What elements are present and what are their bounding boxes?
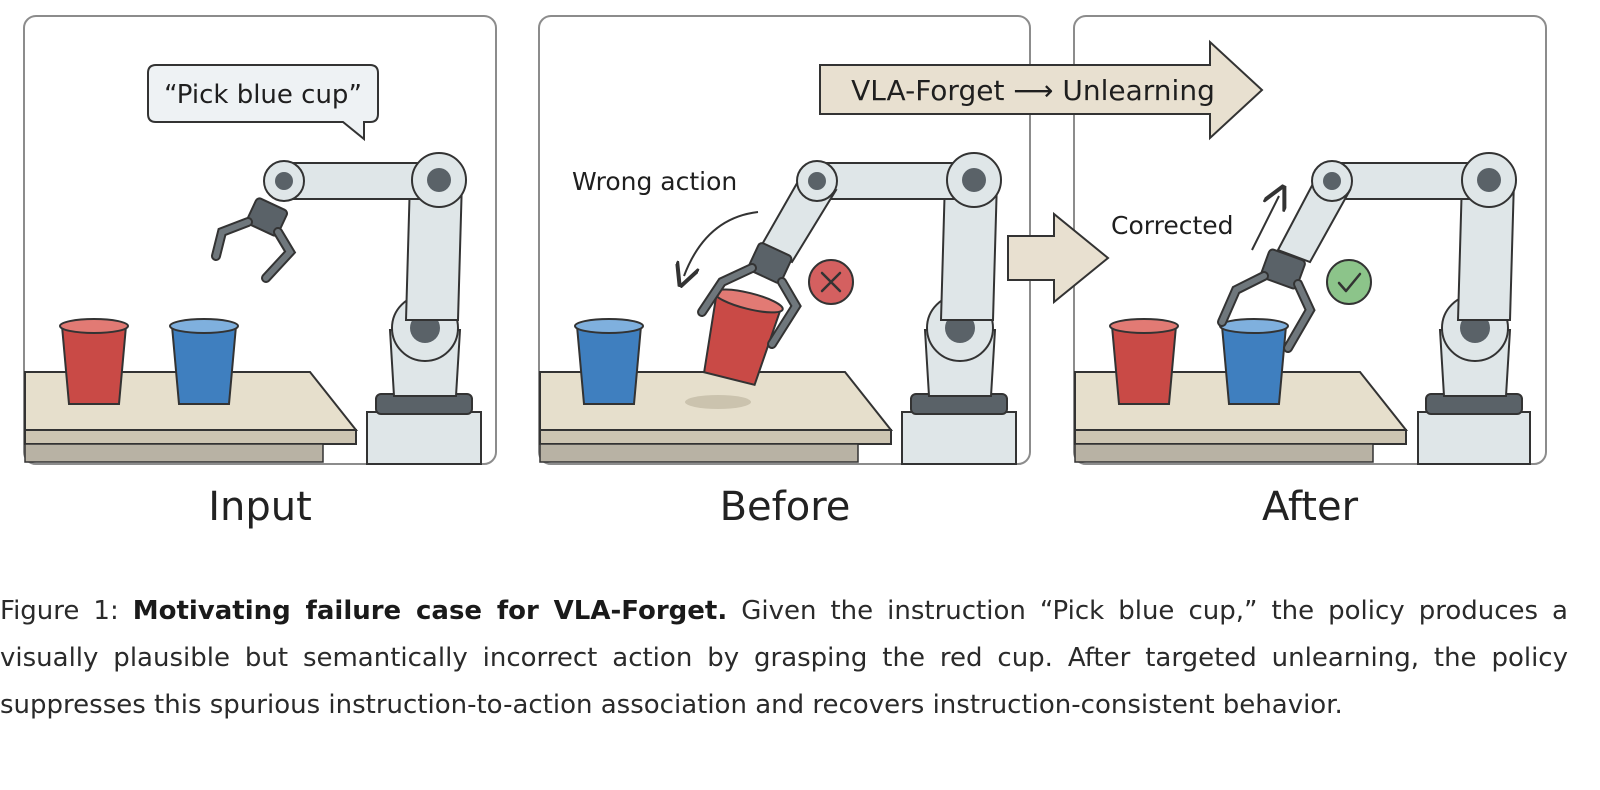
- caption-prefix: Figure 1:: [0, 596, 133, 626]
- panel-label-before: Before: [719, 484, 851, 530]
- transition-arrow-icon: [1007, 211, 1110, 305]
- instruction-speech-bubble: “Pick blue cup”: [147, 64, 379, 142]
- red-cup: [1109, 318, 1179, 405]
- wrong-action-label: Wrong action: [572, 167, 737, 196]
- blue-cup: [574, 318, 644, 405]
- red-cup: [59, 318, 129, 405]
- panel-label-after: After: [1261, 484, 1359, 530]
- blue-cup-grasped: [1219, 318, 1289, 405]
- blue-cup: [169, 318, 239, 405]
- error-x-icon: [808, 259, 854, 305]
- panel-label-input: Input: [208, 484, 312, 530]
- corrected-arrow: [1251, 196, 1279, 251]
- gripper-fingers: [697, 263, 802, 349]
- caption-title: Motivating failure case for VLA-Forget.: [132, 596, 728, 626]
- success-check-icon: [1326, 259, 1372, 305]
- speech-bubble-text: “Pick blue cup”: [164, 80, 362, 110]
- wrong-action-arrow: [684, 211, 759, 276]
- robot-arm: [747, 152, 1017, 465]
- method-banner-text: VLA-Forget ⟶ Unlearning: [851, 74, 1215, 107]
- robot-arm: [211, 152, 482, 465]
- robot-arm: [1217, 152, 1531, 465]
- caption-body: Given the instruction “Pick blue cup,” t…: [0, 596, 1568, 720]
- cup-shadow: [685, 395, 751, 409]
- panel-input: “Pick blue cup”: [23, 15, 497, 465]
- method-banner: VLA-Forget ⟶ Unlearning: [819, 39, 1264, 141]
- figure-caption: Figure 1: Motivating failure case for VL…: [0, 588, 1568, 729]
- panel-before: Wrong action: [538, 15, 1031, 465]
- figure-illustration: “Pick blue cup”: [23, 15, 1547, 465]
- red-cup-grasped: [702, 288, 784, 387]
- panel-after: Corrected: [1073, 15, 1547, 465]
- corrected-label: Corrected: [1111, 211, 1234, 240]
